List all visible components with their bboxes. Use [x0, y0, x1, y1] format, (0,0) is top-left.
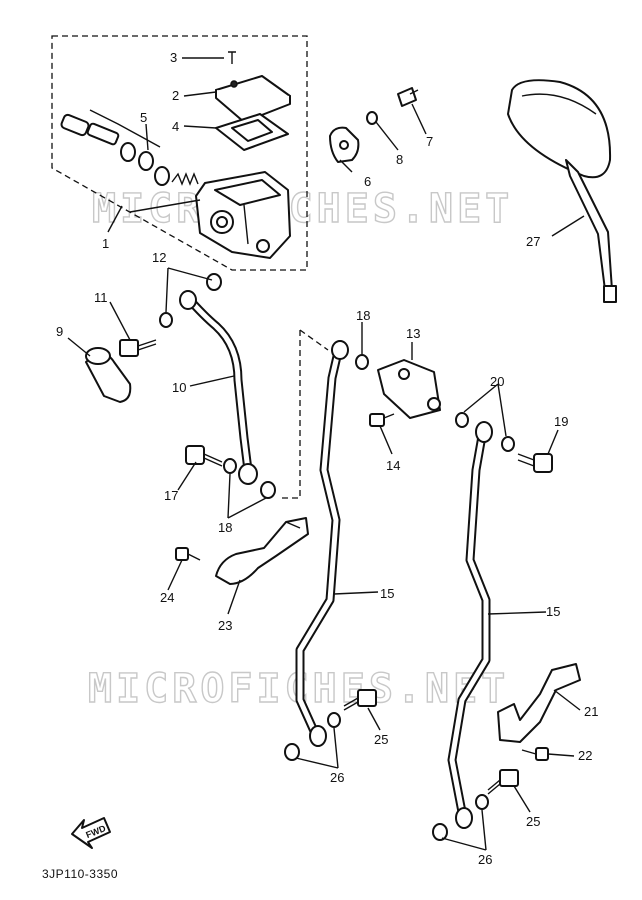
- union-bolt-upper: [119, 339, 157, 357]
- callout-16: 15: [380, 586, 394, 601]
- gaskets-left: [223, 458, 276, 499]
- callout-26-right: 26: [478, 852, 492, 867]
- diaphragm: [215, 113, 289, 151]
- cap-screw: [228, 51, 236, 64]
- callout-12: 12: [152, 250, 166, 265]
- callout-20: 20: [490, 374, 504, 389]
- callout-5: 5: [140, 110, 147, 125]
- brake-joint: [377, 359, 441, 419]
- callout-22: 22: [578, 748, 592, 763]
- holder-bolt: [397, 87, 419, 107]
- callout-7: 7: [426, 134, 433, 149]
- callout-19: 19: [554, 414, 568, 429]
- callout-24: 24: [160, 590, 174, 605]
- callout-13: 13: [406, 326, 420, 341]
- hose-clamp-right: [497, 663, 581, 743]
- gaskets-upper: [159, 273, 222, 328]
- callout-15: 15: [546, 604, 560, 619]
- callout-11: 11: [94, 290, 108, 305]
- callout-21: 21: [584, 704, 598, 719]
- callout-10: 10: [172, 380, 186, 395]
- brake-hose-center: [295, 340, 349, 747]
- callout-6: 6: [364, 174, 371, 189]
- master-cylinder-group-box: [51, 35, 308, 271]
- callout-18-left: 18: [218, 520, 232, 535]
- callout-9: 9: [56, 324, 63, 339]
- clamp-bolt-left: [175, 547, 201, 561]
- leader-lines: [67, 57, 585, 851]
- callout-23: 23: [218, 618, 232, 633]
- gaskets-right: [455, 412, 515, 452]
- union-bolt-lower-center: [343, 689, 377, 711]
- center-hose-dash-2: [299, 329, 329, 351]
- callout-18-center: 18: [356, 308, 370, 323]
- clamp-bolt-right: [521, 747, 549, 761]
- gaskets-lower-center: [284, 712, 341, 761]
- union-bolt-lower-right: [487, 769, 519, 795]
- callout-4: 4: [172, 119, 179, 134]
- callout-17: 17: [164, 488, 178, 503]
- holder: [329, 126, 360, 163]
- forward-arrow: FWD: [71, 817, 111, 849]
- callout-27: 27: [526, 234, 540, 249]
- gaskets-lower-right: [432, 794, 489, 841]
- piston-kit: [60, 109, 199, 186]
- reservoir-cap: [215, 75, 291, 123]
- gasket-center: [355, 354, 369, 370]
- diagram-code: 3JP110-3350: [42, 867, 118, 881]
- callout-25-center: 25: [374, 732, 388, 747]
- callout-25-right: 25: [526, 814, 540, 829]
- callout-14: 14: [386, 458, 400, 473]
- brake-hose-left: [179, 290, 258, 485]
- brake-hose-right: [447, 421, 493, 829]
- boot: [85, 347, 132, 403]
- union-bolt-left: [185, 445, 223, 467]
- callout-labels: 3 2 4 5 6 7 8 1 12 11 9 10 18 13 14 20 1…: [56, 50, 598, 867]
- watermark-top: MICROFICHES.NET: [92, 186, 513, 232]
- callout-2: 2: [172, 88, 179, 103]
- master-cylinder-body: [195, 171, 291, 259]
- center-hose-dash: [282, 330, 301, 499]
- rear-view-mirror: [507, 79, 617, 303]
- callout-1: 1: [102, 236, 109, 251]
- joint-bolt: [369, 413, 395, 427]
- callout-8: 8: [396, 152, 403, 167]
- callout-26-center: 26: [330, 770, 344, 785]
- callout-3: 3: [170, 50, 177, 65]
- holder-washer: [366, 111, 378, 125]
- union-bolt-right: [517, 453, 553, 473]
